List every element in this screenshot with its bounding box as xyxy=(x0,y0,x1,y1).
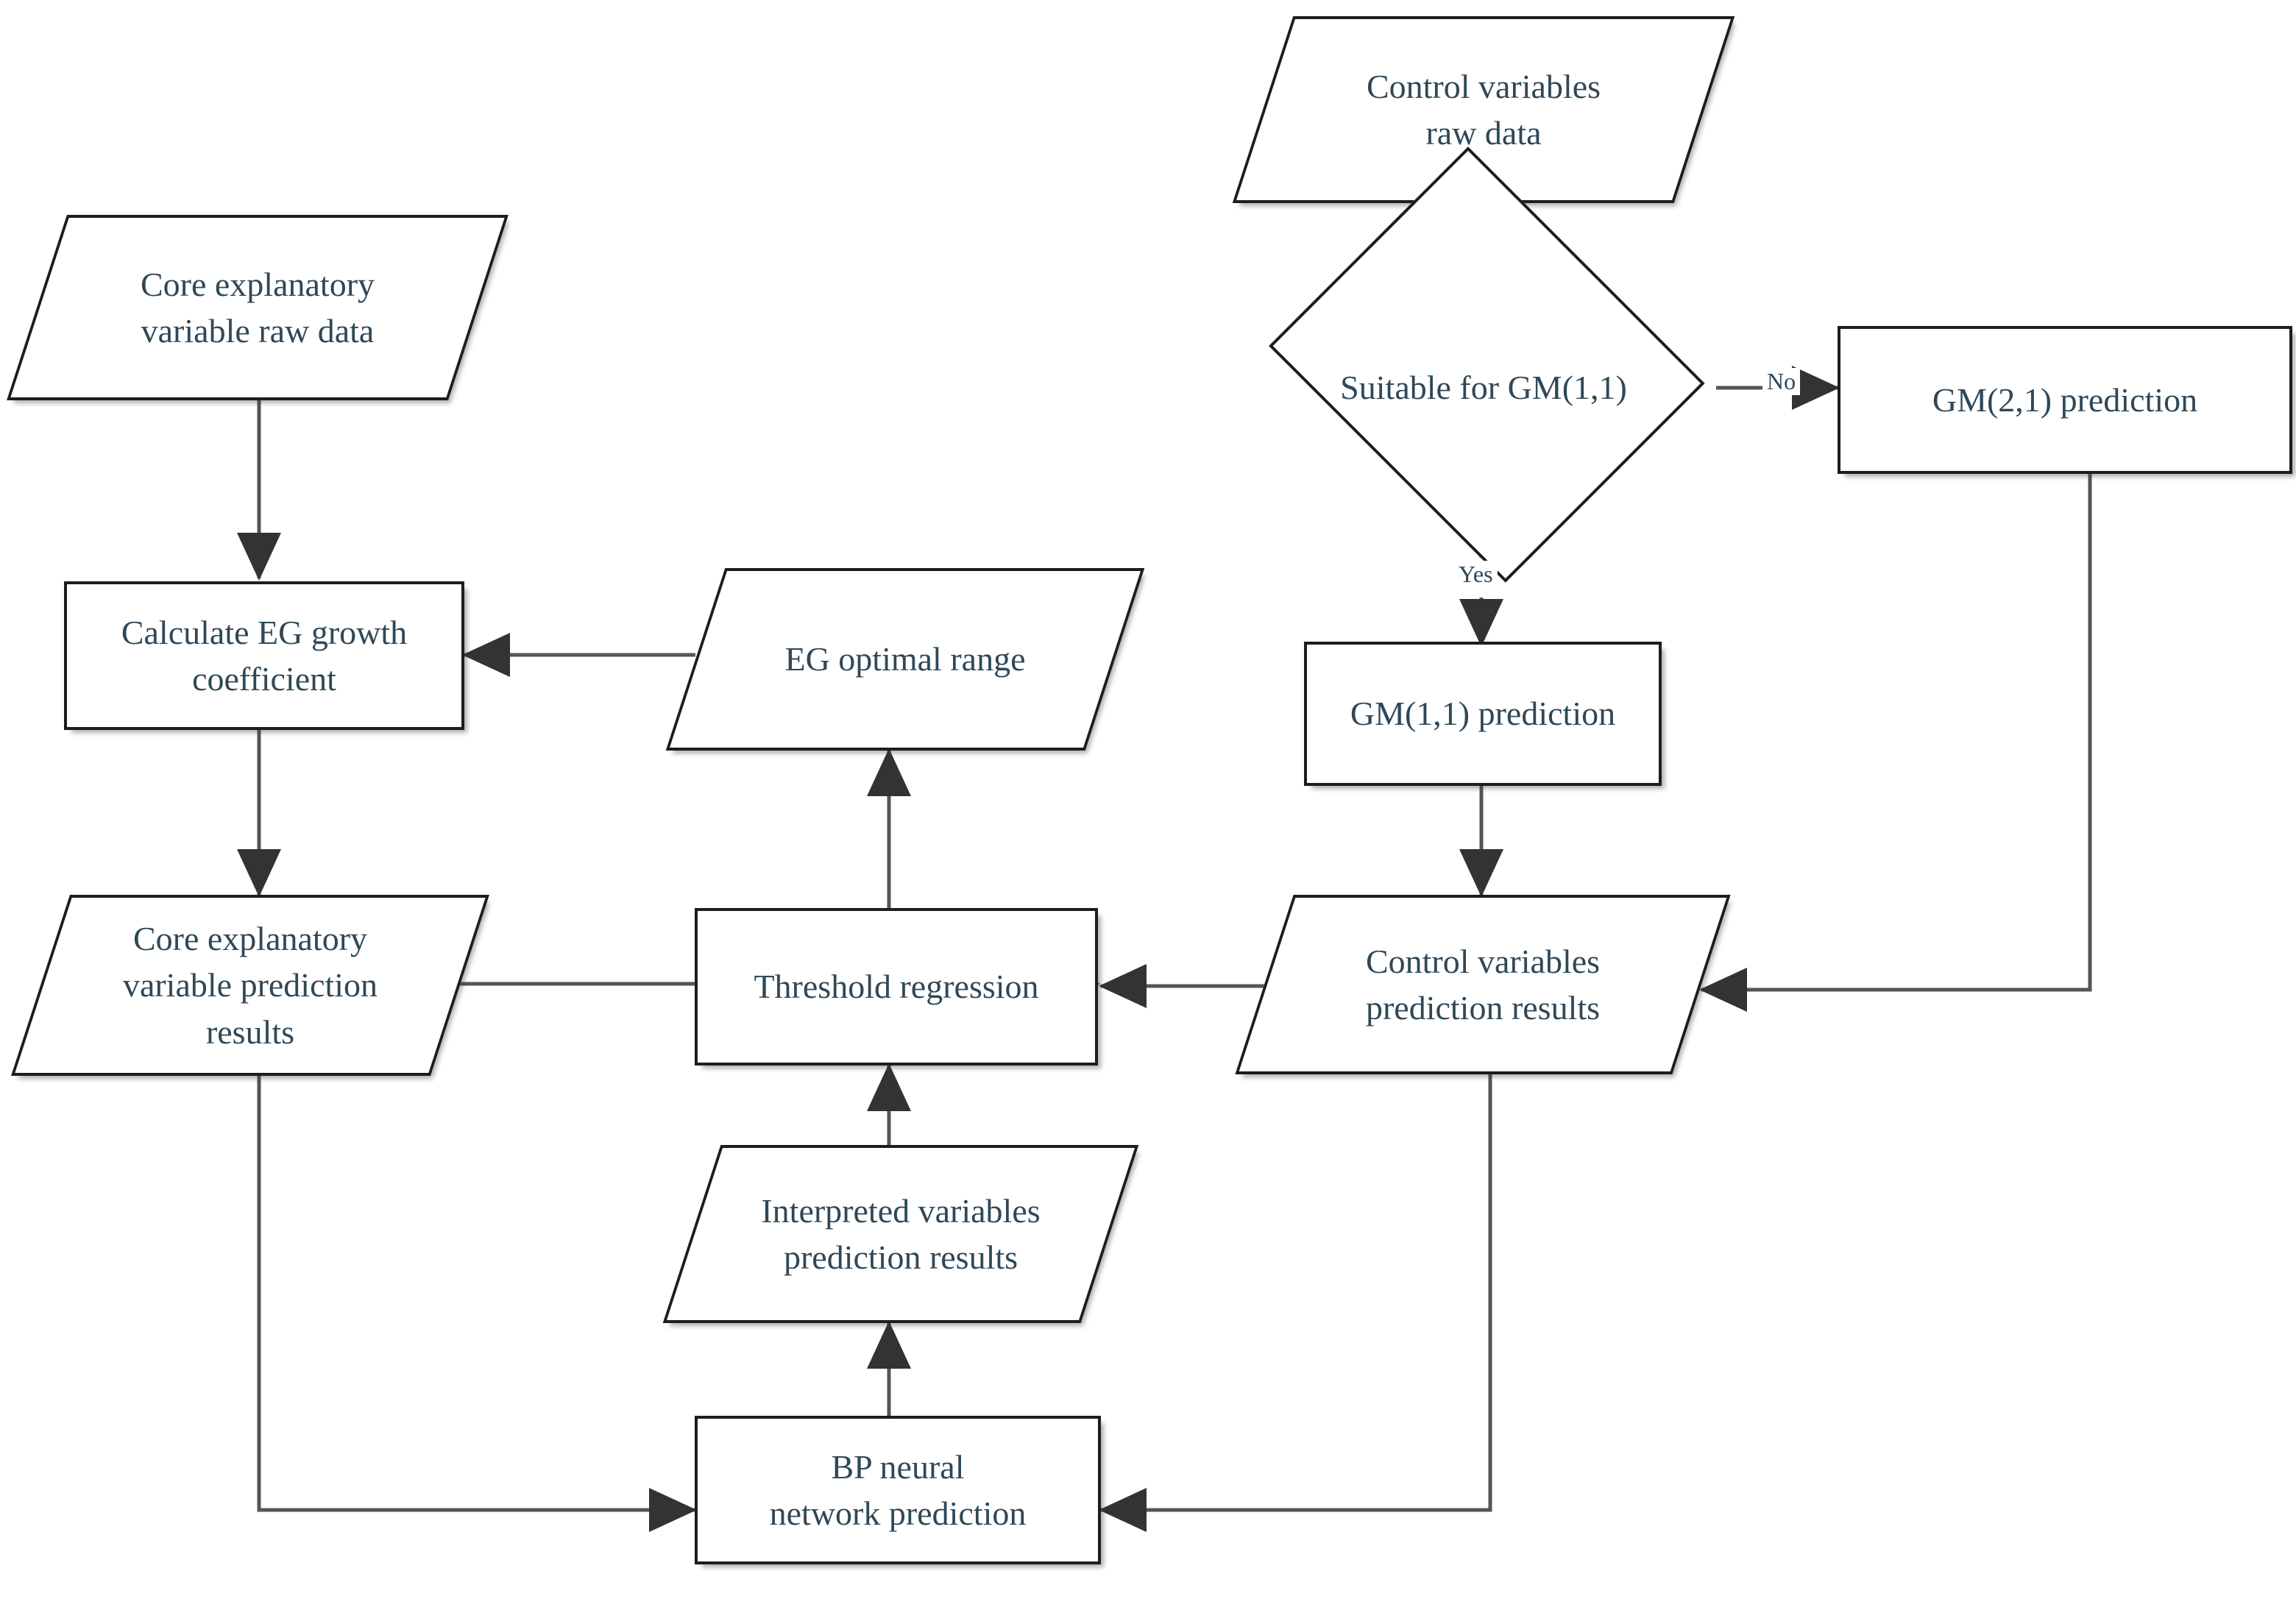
node-gm11-prediction[interactable]: GM(1,1) prediction xyxy=(1304,642,1662,786)
edge-control-pred-to-bp xyxy=(1098,1074,1492,1532)
node-label: Interpreted variables prediction results xyxy=(761,1191,1041,1276)
edge-gm21-to-control-pred xyxy=(1698,474,2092,1012)
node-bp-neural-network-prediction[interactable]: BP neural network prediction xyxy=(695,1416,1101,1564)
node-label: Threshold regression xyxy=(754,968,1039,1006)
node-label: GM(2,1) prediction xyxy=(1932,380,2198,419)
node-calculate-eg-growth-coefficient[interactable]: Calculate EG growth coefficient xyxy=(64,581,464,730)
node-core-explanatory-raw-data[interactable]: Core explanatory variable raw data xyxy=(7,215,509,400)
node-gm21-prediction[interactable]: GM(2,1) prediction xyxy=(1838,326,2292,474)
node-label: Control variables prediction results xyxy=(1365,942,1601,1027)
node-label: BP neural network prediction xyxy=(769,1447,1027,1532)
node-label: EG optimal range xyxy=(784,640,1026,678)
node-label: GM(1,1) prediction xyxy=(1350,695,1616,733)
node-threshold-regression[interactable]: Threshold regression xyxy=(695,908,1098,1066)
node-control-variables-prediction-results[interactable]: Control variables prediction results xyxy=(1235,895,1731,1074)
node-eg-optimal-range[interactable]: EG optimal range xyxy=(665,568,1145,751)
node-label: Core explanatory variable prediction res… xyxy=(122,919,378,1051)
node-label: Calculate EG growth coefficient xyxy=(121,613,408,698)
edge-core-pred-to-bp xyxy=(257,1076,698,1532)
edge-label-yes: Yes xyxy=(1454,561,1498,588)
node-suitable-for-gm11-decision[interactable]: Suitable for GM(1,1) xyxy=(1251,146,1716,583)
node-core-explanatory-variable-prediction-results[interactable]: Core explanatory variable prediction res… xyxy=(11,895,489,1076)
node-interpreted-variables-prediction-results[interactable]: Interpreted variables prediction results xyxy=(662,1145,1139,1323)
edge-label-no: No xyxy=(1762,368,1801,395)
node-control-variables-raw-data[interactable]: Control variables raw data xyxy=(1232,16,1735,203)
node-label: Suitable for GM(1,1) xyxy=(1340,369,1627,407)
node-label: Control variables raw data xyxy=(1366,67,1601,152)
node-label: Core explanatory variable raw data xyxy=(140,265,375,350)
